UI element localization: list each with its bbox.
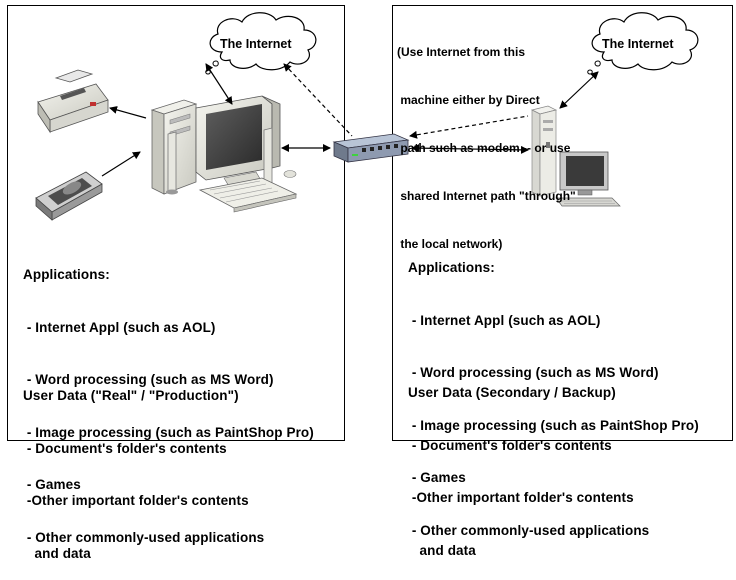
left-user-data-block: User Data ("Real" / "Production") - Docu… [23, 352, 249, 580]
note-line: (Use Internet from this [397, 45, 526, 59]
arrow-computer-to-printer [109, 106, 147, 119]
right-application-item: - Word processing (such as MS Word) [408, 365, 659, 380]
left-user-data-item: and data [23, 545, 91, 561]
right-user-data-item: -Other important folder's contents [408, 490, 634, 505]
left-user-data-item: - Document's folder's contents [23, 440, 227, 456]
left-user-data-heading: User Data ("Real" / "Production") [23, 388, 239, 403]
right-user-data-heading: User Data (Secondary / Backup) [408, 385, 616, 400]
right-internet-cloud: The Internet [587, 12, 699, 75]
arrow-hub-right-computer-dashed [409, 115, 529, 139]
right-applications-heading: Applications: [408, 260, 495, 275]
left-application-item: - Word processing (such as MS Word) [23, 372, 274, 387]
left-internet-cloud: The Internet [205, 12, 317, 75]
arrow-hub-internet-dashed [283, 63, 353, 137]
arrow-hub-right-computer [411, 144, 529, 154]
arrow-computer-internet [205, 63, 233, 105]
left-application-item: - Image processing (such as PaintShop Pr… [23, 424, 314, 440]
right-application-item: - Internet Appl (such as AOL) [408, 312, 601, 328]
left-application-item: - Internet Appl (such as AOL) [23, 319, 216, 335]
arrow-right-computer-internet [559, 71, 599, 109]
left-computer-image [150, 95, 298, 213]
scanner-image [35, 171, 103, 221]
right-user-data-block: User Data (Secondary / Backup) - Documen… [408, 349, 634, 577]
note-line: path such as modem -- or use [397, 141, 571, 155]
printer-image [37, 69, 109, 134]
note-line: shared Internet path "through" [397, 189, 576, 203]
network-hub-image [332, 133, 410, 163]
right-user-data-item: and data [408, 542, 476, 558]
note-line: the local network) [397, 237, 503, 251]
arrow-scanner-to-computer [101, 151, 141, 177]
left-applications-heading: Applications: [23, 267, 110, 282]
right-cloud-label: The Internet [602, 37, 674, 51]
note-line: machine either by Direct [397, 93, 540, 107]
connection-arrows [101, 63, 599, 177]
right-user-data-item: - Document's folder's contents [408, 437, 612, 453]
left-user-data-item: -Other important folder's contents [23, 493, 249, 508]
right-application-item: - Image processing (such as PaintShop Pr… [408, 417, 699, 433]
internet-access-note: (Use Internet from this machine either b… [397, 12, 576, 268]
left-cloud-label: The Internet [220, 37, 292, 51]
network-diagram: The Internet The Internet [35, 12, 699, 221]
right-computer-image [530, 105, 621, 207]
